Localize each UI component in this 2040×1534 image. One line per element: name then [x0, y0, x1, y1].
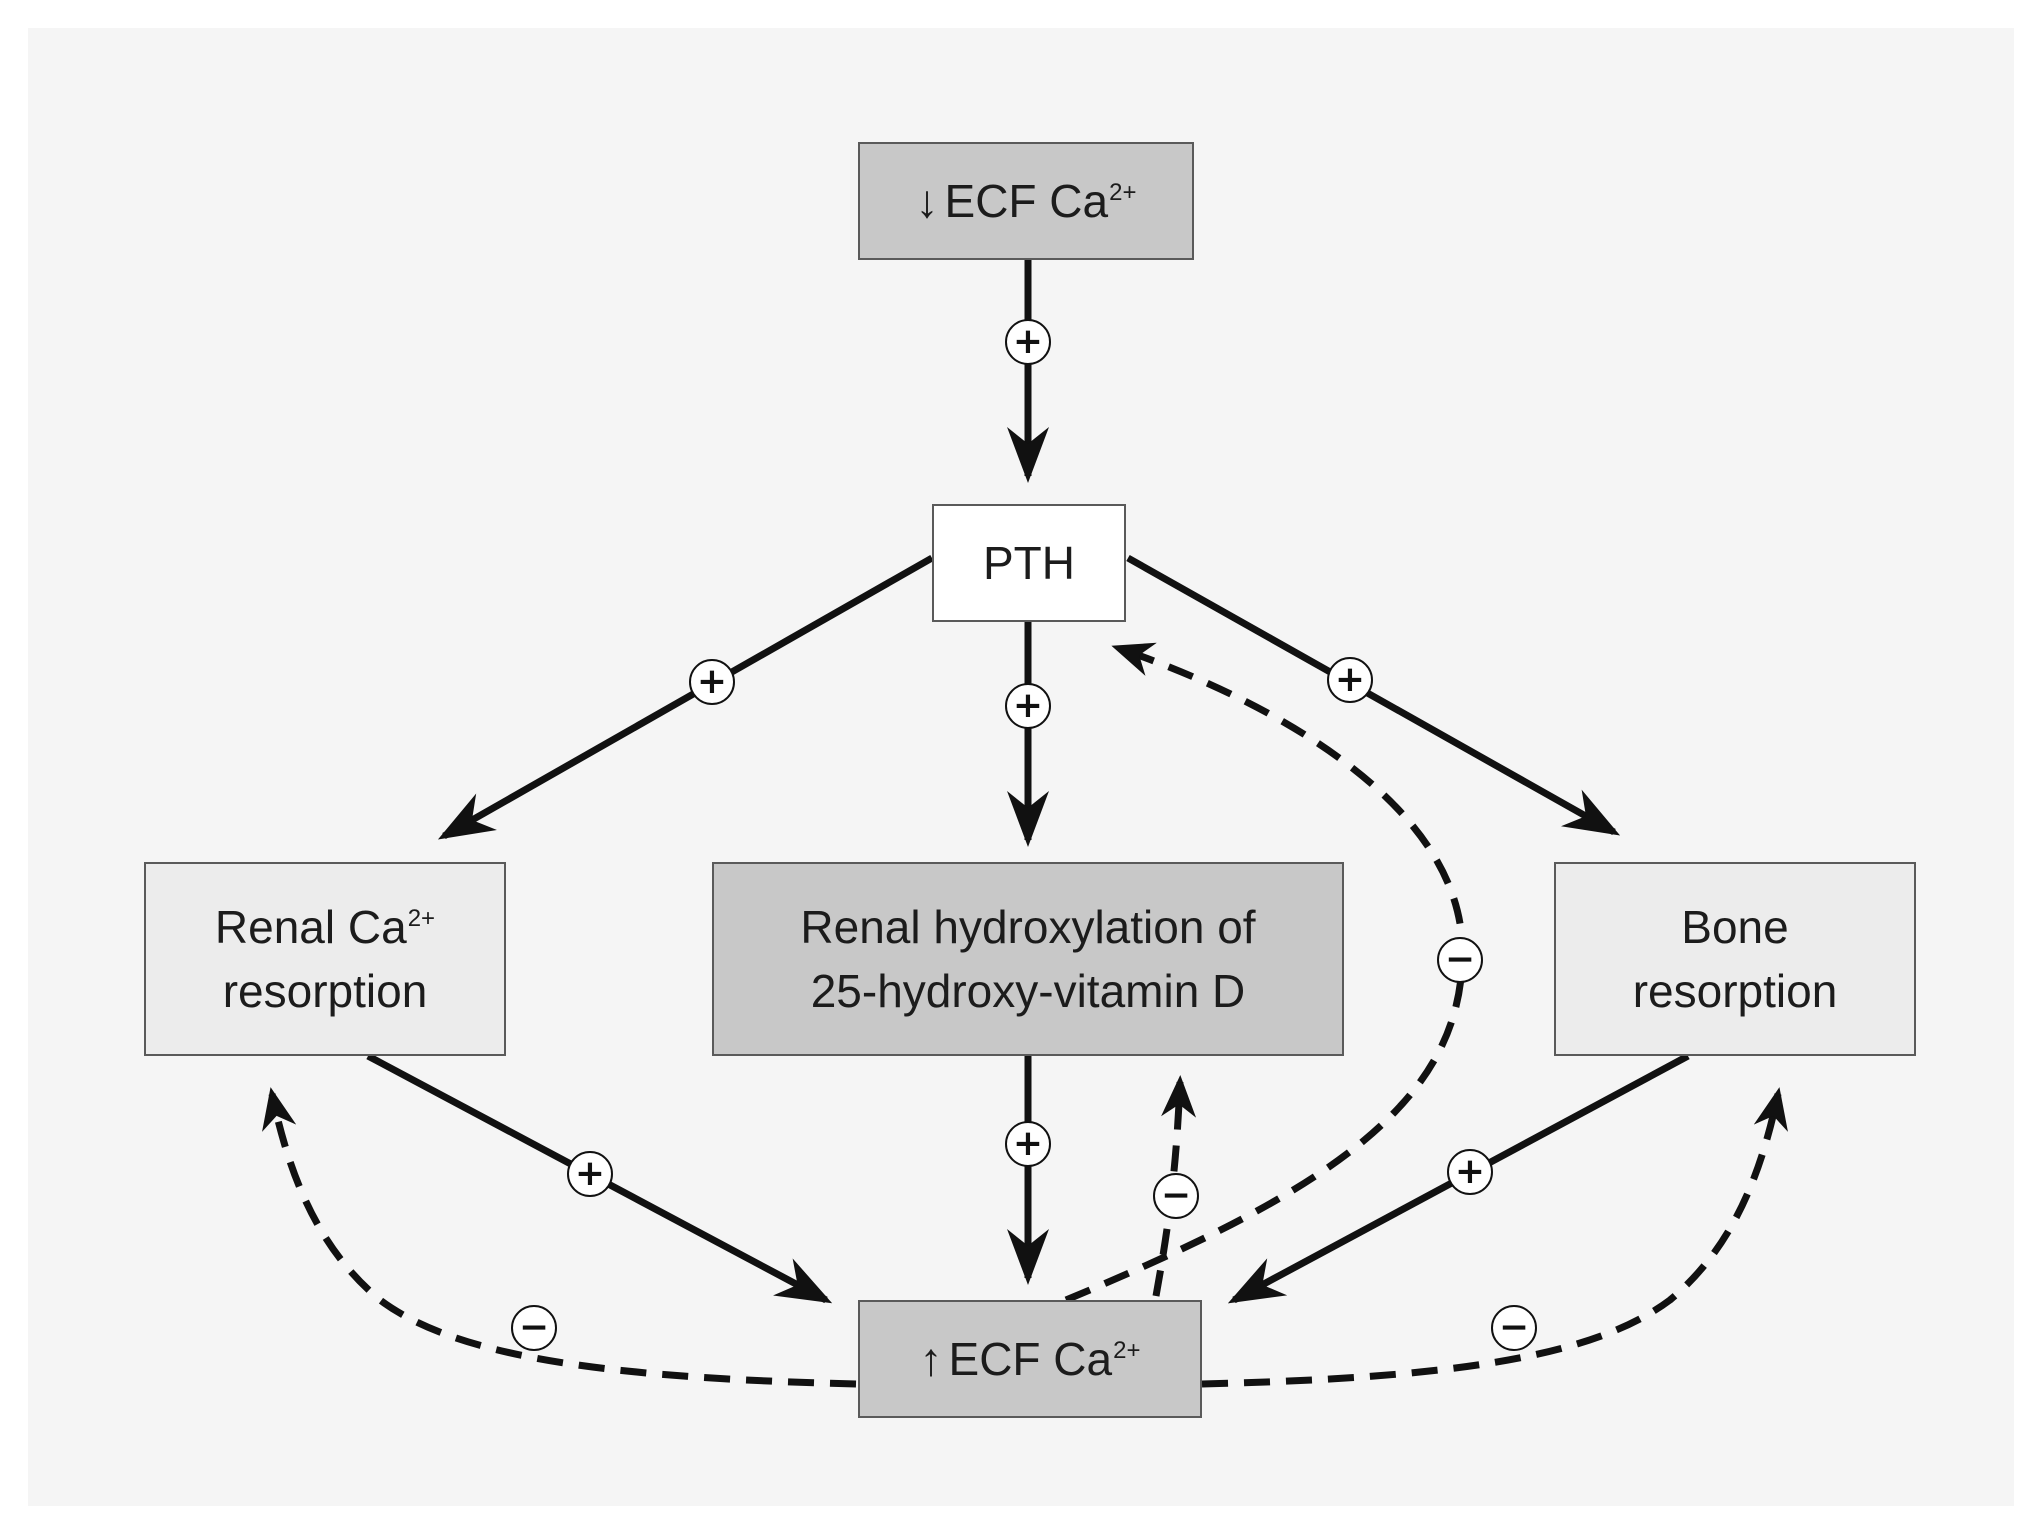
renal-ca-line2: resorption	[222, 965, 428, 1017]
ecf-low-text: ECF Ca	[944, 174, 1109, 227]
node-pth: PTH	[932, 504, 1126, 622]
down-arrow-icon: ↓	[915, 174, 939, 227]
sign-ecf-high-to-pth: −	[1437, 937, 1483, 983]
renal-ca-line1: Renal Ca2+	[215, 895, 435, 959]
node-renal-hydroxylation: Renal hydroxylation of 25-hydroxy-vitami…	[712, 862, 1344, 1056]
sign-pth-to-renal-ca: +	[689, 659, 735, 705]
sign-bone-to-ecf-high: +	[1447, 1149, 1493, 1195]
arrow-pth-to-renal-ca	[437, 554, 934, 840]
sign-ecf-high-to-renal-ca: −	[511, 1305, 557, 1351]
node-ecf-calcium-high-label: ↑ECF Ca2+	[920, 1327, 1141, 1391]
renal-hyd-line2: 25-hydroxy-vitamin D	[810, 965, 1246, 1017]
sign-ecf-high-to-renal-hyd: −	[1153, 1173, 1199, 1219]
sign-pth-to-renal-hyd: +	[1005, 683, 1051, 729]
node-ecf-calcium-low-label: ↓ECF Ca2+	[916, 169, 1137, 233]
node-renal-calcium-resorption: Renal Ca2+ resorption	[144, 862, 506, 1056]
up-arrow-icon: ↑	[919, 1332, 943, 1385]
renal-hyd-line1: Renal hydroxylation of	[800, 900, 1256, 953]
arrow-pth-to-bone	[1126, 554, 1621, 836]
renal-ca-charge: 2+	[407, 905, 436, 933]
renal-ca-line1-text: Renal Ca	[214, 900, 407, 953]
bone-line1: Bone	[1681, 900, 1789, 953]
sign-renal-ca-to-ecf-high: +	[567, 1151, 613, 1197]
arrow-ecf-high-to-renal-ca	[262, 1087, 857, 1388]
node-pth-label: PTH	[983, 536, 1075, 589]
ecf-high-charge: 2+	[1113, 1337, 1141, 1365]
ecf-high-text: ECF Ca	[948, 1332, 1113, 1385]
sign-pth-to-bone: +	[1327, 657, 1373, 703]
bone-line2: resorption	[1632, 965, 1838, 1017]
sign-ecf-low-to-pth: +	[1005, 319, 1051, 365]
arrow-ecf-high-to-bone	[1201, 1087, 1788, 1388]
sign-ecf-high-to-bone: −	[1491, 1305, 1537, 1351]
ecf-low-charge: 2+	[1109, 179, 1137, 207]
node-bone-resorption: Bone resorption	[1554, 862, 1916, 1056]
node-ecf-calcium-high: ↑ECF Ca2+	[858, 1300, 1202, 1418]
sign-renal-hyd-to-ecf-high: +	[1005, 1121, 1051, 1167]
node-ecf-calcium-low: ↓ECF Ca2+	[858, 142, 1194, 260]
